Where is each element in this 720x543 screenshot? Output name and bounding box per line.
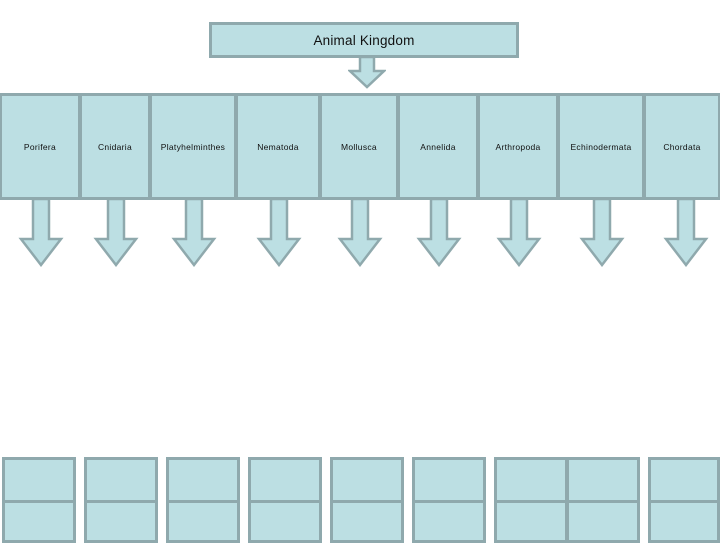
- arrow-down-chordata: [663, 199, 709, 267]
- phylum-label: Mollusca: [341, 141, 377, 152]
- bottom-box-nematoda[interactable]: [248, 457, 322, 543]
- bottom-box-platyhelminthes[interactable]: [166, 457, 240, 543]
- phylum-box-mollusca[interactable]: Mollusca: [320, 93, 398, 200]
- phylum-label: Chordata: [663, 141, 701, 152]
- phyla-row: Porifera Cnidaria Platyhelminthes Nemato…: [0, 93, 720, 200]
- phylum-box-arthropoda[interactable]: Arthropoda: [478, 93, 558, 200]
- kingdom-title-label: Animal Kingdom: [313, 32, 415, 48]
- phylum-label: Porifera: [23, 141, 57, 152]
- bottom-box-chordata[interactable]: [648, 457, 720, 543]
- phylum-box-platyhelminthes[interactable]: Platyhelminthes: [150, 93, 236, 200]
- arrow-down-mollusca: [337, 199, 383, 267]
- phylum-label: Nematoda: [257, 141, 299, 152]
- bottom-box-divider: [497, 500, 565, 503]
- phylum-label: Arthropoda: [495, 141, 541, 152]
- bottom-box-divider: [5, 500, 73, 503]
- arrow-down-platyhelminthes: [171, 199, 217, 267]
- phylum-label: Cnidaria: [97, 141, 133, 152]
- bottom-box-cnidaria[interactable]: [84, 457, 158, 543]
- bottom-box-divider: [87, 500, 155, 503]
- bottom-box-mollusca[interactable]: [330, 457, 404, 543]
- phylum-label: Echinodermata: [570, 141, 632, 152]
- arrow-kingdom-to-phyla: [348, 57, 386, 89]
- bottom-box-divider: [251, 500, 319, 503]
- bottom-box-divider: [651, 500, 717, 503]
- bottom-box-divider: [333, 500, 401, 503]
- phylum-label: Platyhelminthes: [160, 141, 226, 152]
- arrow-down-cnidaria: [93, 199, 139, 267]
- kingdom-title-box: Animal Kingdom: [209, 22, 519, 58]
- bottom-box-porifera[interactable]: [2, 457, 76, 543]
- bottom-box-divider: [169, 500, 237, 503]
- phylum-box-nematoda[interactable]: Nematoda: [236, 93, 320, 200]
- bottom-box-arthropoda[interactable]: [494, 457, 568, 543]
- phylum-label: Annelida: [420, 141, 456, 152]
- phylum-box-annelida[interactable]: Annelida: [398, 93, 478, 200]
- bottom-box-echinodermata[interactable]: [566, 457, 640, 543]
- bottom-box-annelida[interactable]: [412, 457, 486, 543]
- phylum-box-chordata[interactable]: Chordata: [644, 93, 720, 200]
- arrow-down-echinodermata: [579, 199, 625, 267]
- arrow-down-nematoda: [256, 199, 302, 267]
- phylum-box-echinodermata[interactable]: Echinodermata: [558, 93, 644, 200]
- phylum-box-porifera[interactable]: Porifera: [0, 93, 80, 200]
- bottom-box-divider: [415, 500, 483, 503]
- arrow-down-annelida: [416, 199, 462, 267]
- phylum-box-cnidaria[interactable]: Cnidaria: [80, 93, 150, 200]
- arrow-down-arthropoda: [496, 199, 542, 267]
- bottom-box-divider: [569, 500, 637, 503]
- arrow-down-porifera: [18, 199, 64, 267]
